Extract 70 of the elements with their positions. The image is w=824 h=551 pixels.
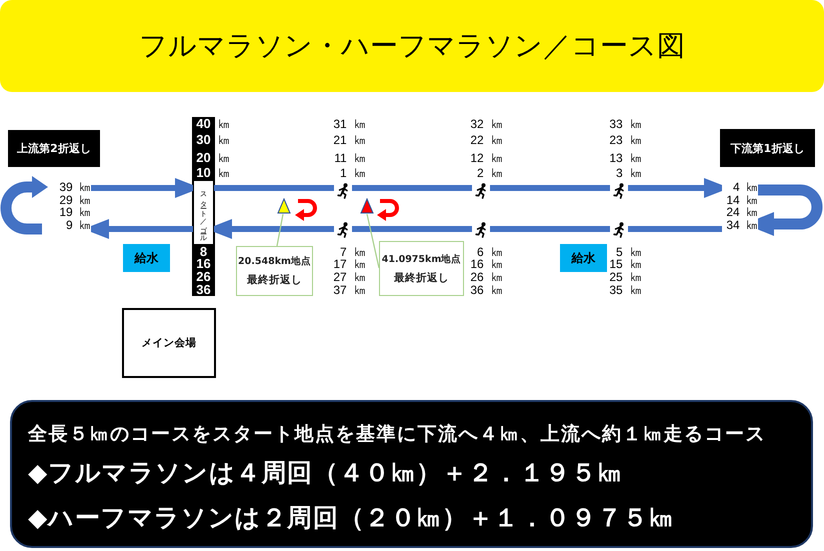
unit-label: ㎞ [218, 118, 230, 130]
triangle-icon [277, 198, 291, 214]
course-line [214, 185, 334, 191]
distance-label: 31 ㎞ [333, 118, 366, 130]
distance-label: 9 ㎞ [66, 218, 91, 232]
course-line [490, 226, 610, 232]
course-line [352, 226, 472, 232]
distance-label: 17 ㎞ [333, 258, 366, 270]
course-line [628, 226, 722, 232]
callout-box [236, 246, 313, 296]
course-line [490, 185, 610, 191]
distance-label: 37 ㎞ [333, 284, 366, 296]
triangle-icon [360, 198, 374, 214]
distance-label: 22 ㎞ [470, 134, 503, 146]
leader-line [366, 214, 380, 268]
distance-number: 26 [196, 271, 211, 283]
course-line [352, 185, 472, 191]
callout-text: 最終折返し [247, 274, 302, 287]
distance-label: 12 ㎞ [470, 152, 503, 164]
distance-label: 3 ㎞ [616, 167, 642, 179]
distance-label: 15 ㎞ [609, 258, 642, 270]
distance-label: 26 ㎞ [470, 271, 503, 283]
callout-text: 41.0975km地点 [382, 252, 462, 266]
distance-number: 40 [196, 118, 211, 130]
distance-label: 14 ㎞ [726, 194, 758, 206]
distance-label: 7 ㎞ [340, 246, 366, 258]
distance-label: 32 ㎞ [470, 118, 503, 130]
distance-label: 1 ㎞ [340, 167, 366, 179]
distance-label: 34 ㎞ [726, 218, 758, 232]
venue-sign: メイン会場 [122, 308, 216, 378]
water-station-sign: 給水 [123, 244, 170, 272]
distance-label: 2 ㎞ [476, 167, 503, 179]
leader-line [276, 214, 284, 246]
half-marathon-rule: ◆ハーフマラソンは２周回（２０㎞）＋１．０９７５㎞ [28, 502, 674, 533]
full-marathon-rule: ◆フルマラソンは４周回（４０㎞）＋２．１９５㎞ [28, 457, 623, 488]
distance-number: 20 [196, 152, 211, 164]
course-description: 全長５㎞のコースをスタート地点を基準に下流へ４㎞、上流へ約１㎞走るコース [28, 422, 766, 446]
distance-label: 11 ㎞ [334, 152, 366, 164]
distance-number: 30 [196, 134, 211, 146]
distance-label: 13 ㎞ [609, 152, 642, 164]
distance-label: 39 ㎞ [59, 181, 91, 194]
distance-label: 27 ㎞ [333, 271, 366, 283]
callout-text: 20.548km地点 [238, 255, 311, 268]
distance-number: 10 [196, 167, 211, 179]
distance-label: 24 ㎞ [726, 206, 758, 219]
distance-label: 35 ㎞ [609, 284, 642, 296]
turnaround-sign: 下流第1折返し [720, 129, 815, 167]
callout-text: 最終折返し [394, 272, 449, 284]
distance-label: 5 ㎞ [616, 246, 642, 258]
unit-label: ㎞ [218, 152, 230, 164]
callout-box [379, 241, 464, 296]
distance-label: 16 ㎞ [470, 258, 503, 270]
turnaround-sign: 上流第2折返し [8, 130, 100, 167]
unit-label: ㎞ [218, 134, 230, 146]
distance-label: 33 ㎞ [609, 118, 642, 130]
distance-number: 16 [196, 258, 211, 270]
distance-label: 4 ㎞ [732, 181, 758, 194]
distance-label: 6 ㎞ [476, 246, 503, 258]
unit-label: ㎞ [218, 167, 230, 179]
distance-number: 36 [196, 284, 211, 296]
distance-label: 23 ㎞ [609, 134, 642, 146]
distance-label: 19 ㎞ [59, 206, 91, 219]
distance-label: 21 ㎞ [333, 134, 366, 146]
distance-label: 36 ㎞ [470, 284, 503, 296]
note-panel [10, 400, 813, 548]
distance-label: 29 ㎞ [59, 194, 91, 206]
distance-label: 25 ㎞ [609, 271, 642, 283]
title: フルマラソン・ハーフマラソン／コース図 [139, 29, 685, 63]
water-station-sign: 給水 [560, 244, 607, 272]
distance-number: 8 [200, 246, 208, 258]
